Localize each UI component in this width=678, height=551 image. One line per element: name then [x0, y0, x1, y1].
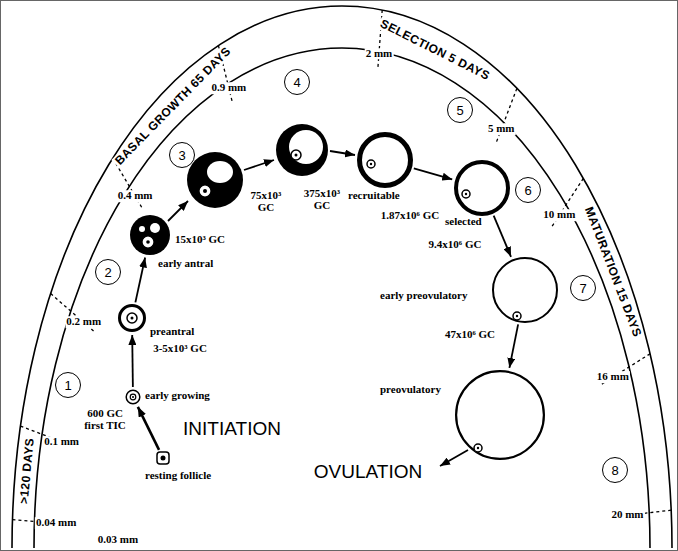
follicle-shape	[130, 215, 170, 255]
class-number: 1	[64, 378, 71, 393]
cell-count-label: 0.03 mm	[98, 534, 138, 546]
class-number-circle: 7	[570, 275, 596, 301]
follicle-label: early preovulatory	[380, 290, 467, 302]
follicle-label: early growing	[145, 390, 210, 402]
follicle-shape	[492, 257, 558, 323]
follicle-label: preovulatory	[380, 384, 441, 396]
cell-count-label: 600 GC first TIC	[82, 408, 128, 431]
diameter-label: 0.4 mm	[117, 190, 154, 202]
follicle: early preovulatory	[492, 257, 558, 323]
follicle: preovulatory	[455, 370, 545, 460]
follicle-shape	[357, 132, 413, 188]
diameter-label: 0.2 mm	[65, 317, 102, 329]
follicle-label: early antral	[158, 258, 213, 270]
class-number: 2	[104, 265, 111, 280]
class-number-circle: 2	[95, 259, 121, 285]
class4-follicle	[276, 124, 328, 176]
growth-arrow	[509, 324, 518, 368]
diameter-label: 5 mm	[487, 124, 516, 136]
separator-lines	[12, 10, 671, 525]
class-number: 4	[293, 75, 300, 90]
follicle-label: resting follicle	[145, 470, 211, 482]
follicle: selected	[454, 160, 510, 216]
inner-arc	[34, 48, 650, 548]
cell-count-label: 3-5x10³ GC	[153, 343, 207, 355]
class-number-circle: 1	[55, 372, 81, 398]
growth-arrow	[494, 216, 511, 257]
outer-arc	[12, 6, 672, 548]
class-number-circle: 5	[447, 97, 473, 123]
cell-count-label: 75x10³ GC	[246, 190, 286, 213]
phase-label: SELECTION 5 DAYS	[377, 16, 494, 83]
class-number: 8	[611, 463, 618, 478]
phase-label: MATURATION 15 DAYS	[581, 203, 644, 340]
phase-label: >120 DAYS	[17, 435, 36, 506]
growth-arrow	[414, 168, 452, 179]
follicle-shape	[455, 370, 545, 460]
diameter-label: 0.1 mm	[43, 436, 80, 448]
follicle-shape	[118, 304, 146, 332]
diameter-label: 0.9 mm	[210, 82, 247, 94]
growth-arrows	[168, 151, 468, 466]
follicle-label: selected	[445, 216, 482, 228]
cell-count-label: 375x10³ GC	[299, 188, 345, 211]
growth-arrow	[135, 257, 145, 302]
follicle: early growing	[125, 389, 141, 405]
stage-label: OVULATION	[314, 462, 422, 482]
class3-follicle	[187, 152, 243, 208]
diameter-label: 2 mm	[365, 48, 394, 60]
follicle: early antral	[130, 215, 170, 255]
follicle-shape	[156, 451, 170, 465]
class-number: 6	[524, 183, 531, 198]
class-number: 7	[579, 281, 586, 296]
follicle: recruitable	[357, 132, 413, 188]
class-number-circle: 6	[515, 177, 541, 203]
class-number-circle: 8	[602, 457, 628, 483]
follicle: resting follicle	[156, 451, 170, 465]
follicle-label: recruitable	[348, 190, 400, 202]
cell-count-label: 47x10⁶ GC	[445, 329, 495, 341]
cell-count-label: 9.4x10⁶ GC	[429, 239, 482, 251]
follicle-shape	[454, 160, 510, 216]
follicle-label: preantral	[150, 326, 194, 338]
diameter-label: 16 mm	[596, 371, 630, 383]
cell-count-label: 1.87x10⁶ GC	[381, 210, 439, 222]
follicle-shape	[125, 389, 141, 405]
class-number-circle: 4	[284, 69, 310, 95]
growth-arrow	[131, 335, 133, 387]
stage-label: INITIATION	[183, 419, 281, 439]
class-number-circle: 3	[169, 142, 195, 168]
growth-arrow	[138, 407, 159, 450]
diameter-label: 0.04 mm	[35, 518, 77, 530]
class-number: 3	[178, 148, 185, 163]
cell-count-label: 15x10³ GC	[175, 234, 225, 246]
class-number: 5	[456, 103, 463, 118]
follicle: preantral	[118, 304, 146, 332]
diameter-label: 10 mm	[542, 209, 576, 221]
diameter-label: 20 mm	[610, 509, 644, 521]
